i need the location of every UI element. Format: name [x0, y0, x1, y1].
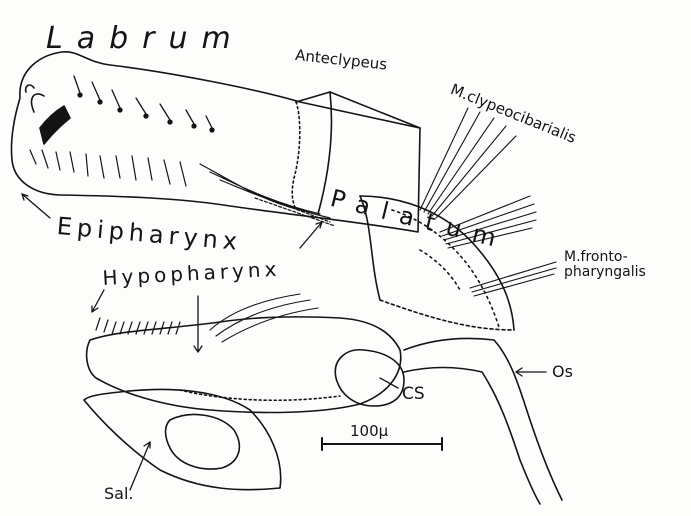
m-frontopharyngalis-line1: M.fronto-	[564, 250, 646, 265]
cs-label: CS	[402, 386, 425, 403]
m-frontopharyngalis-label: M.fronto- pharyngalis	[564, 250, 646, 279]
muscle-fibers	[420, 108, 556, 296]
sal-label: Sal.	[104, 486, 134, 502]
salivary-structure	[84, 389, 281, 489]
os-label: Os	[552, 364, 573, 380]
labrum-setae	[74, 76, 214, 132]
labrum-label: Labrum	[46, 24, 245, 54]
epipharynx-leader	[22, 194, 50, 218]
cibarial-sclerite	[335, 350, 404, 406]
scale-label: 100μ	[350, 424, 388, 439]
palatum-x-leader	[300, 222, 322, 248]
hypopharynx	[87, 294, 401, 412]
pharynx-tube	[404, 338, 562, 504]
m-frontopharyngalis-line2: pharyngalis	[564, 265, 646, 280]
